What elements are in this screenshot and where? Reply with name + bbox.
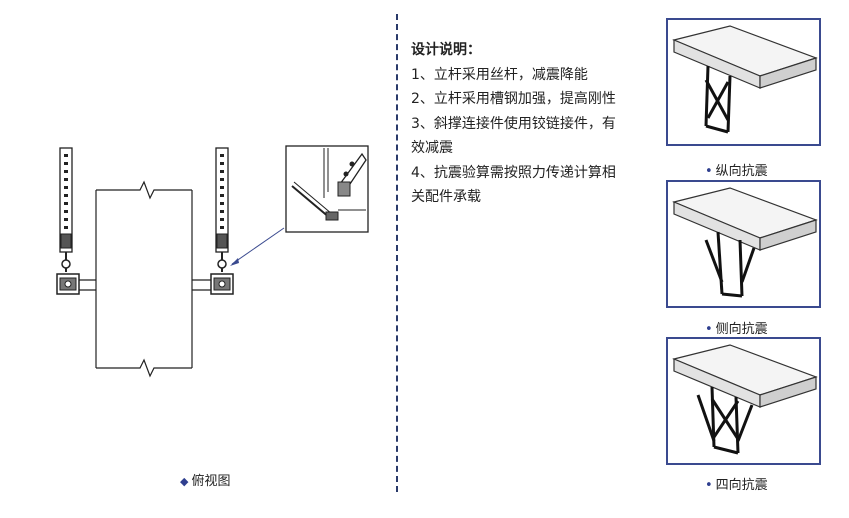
left-strut [56,147,80,295]
bullet-dot-icon: • [705,322,713,337]
design-notes: 设计说明： 1、立杆采用丝杆，减震降能 2、立杆采用槽钢加强，提高刚性 3、斜撑… [411,38,667,210]
detail-callout [285,145,369,233]
notes-line: 1、立杆采用丝杆，减震降能 [411,66,588,83]
notes-line: 4、抗震验算需按照力传递计算相 [411,164,616,181]
longitudinal-caption: •纵向抗震 [705,164,768,179]
lateral-caption: •侧向抗震 [705,322,768,337]
lateral-panel [666,180,821,308]
four-direction-caption: •四向抗震 [705,478,768,493]
right-strut [210,147,234,295]
bullet-dot-icon: • [705,478,713,493]
bullet-dot-icon: • [705,164,713,179]
notes-line: 效减震 [411,140,453,156]
dashed-divider [396,14,398,492]
diamond-bullet-icon: ◆ [180,475,189,488]
four-direction-panel [666,337,821,465]
top-view-drawing [40,140,370,460]
notes-line: 2、立杆采用槽钢加强，提高刚性 [411,91,616,107]
notes-line: 3、斜撑连接件使用铰链接件，有 [411,115,616,132]
notes-title: 设计说明： [411,42,481,58]
notes-line: 关配件承载 [411,189,481,205]
longitudinal-panel [666,18,821,146]
top-view-caption: ◆俯视图 [180,474,231,489]
